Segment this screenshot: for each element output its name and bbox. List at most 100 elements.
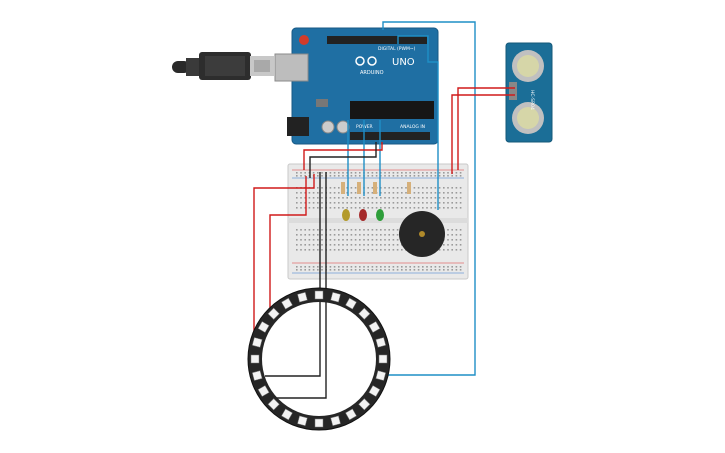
breadboard-hole [455,192,458,194]
breadboard-hole [396,197,399,199]
ring-pixel [314,290,324,300]
neopixel-ring [247,287,391,431]
breadboard-hole [455,239,458,241]
breadboard-hole [346,202,348,204]
ring-pixel [251,337,263,348]
breadboard-hole [443,207,445,209]
breadboard-hole [338,229,340,231]
ring-pixels [250,290,388,428]
breadboard-hole [447,175,449,177]
breadboard-hole [371,269,374,271]
breadboard-hole [388,249,390,251]
breadboard-hole [426,175,428,177]
breadboard-hole [308,269,311,271]
breadboard-hole [350,197,353,199]
breadboard-hole [354,175,357,177]
breadboard-hole [392,202,395,204]
breadboard-hole [434,172,437,174]
breadboard-hole [426,192,428,194]
ring-pixel [281,408,293,421]
wires [253,21,515,399]
breadboard-hole [359,234,361,236]
breadboard-hole [371,239,374,241]
breadboard-hole [329,269,332,271]
breadboard-hole [396,239,399,241]
breadboard-hole [430,202,432,204]
breadboard-hole [350,239,353,241]
breadboard-hole [409,175,411,177]
arduino-brand-label: ARDUINO [360,70,384,76]
breadboard-hole [447,192,449,194]
breadboard-hole [371,229,374,231]
breadboard-hole [384,229,386,231]
breadboard-hole [417,266,420,268]
breadboard-hole [342,234,344,236]
breadboard-hole [312,239,315,241]
breadboard-hole [455,202,458,204]
breadboard-hole [304,229,306,231]
breadboard-hole [354,234,357,236]
ring-pixel [251,370,263,381]
breadboard-hole [392,172,395,174]
breadboard-hole [422,192,424,194]
breadboard-hole [312,249,315,251]
breadboard-hole [438,269,441,271]
breadboard-hole [346,239,348,241]
wire-black-gnd [309,142,377,178]
breadboard-hole [380,202,382,204]
breadboard-hole [333,229,336,231]
breadboard-hole [321,229,323,231]
breadboard-hole [308,244,311,246]
breadboard-hole [396,249,399,251]
ring-pixel [297,291,308,303]
ring-pixel [250,354,260,364]
led-yellow [342,209,350,221]
breadboard-hole [338,239,340,241]
breadboard-hole [384,269,386,271]
breadboard-hole [426,187,428,189]
breadboard-hole [405,187,407,189]
breadboard-hole [384,249,386,251]
breadboard-hole [342,207,344,209]
breadboard-hole [363,202,365,204]
breadboard-hole [422,207,424,209]
breadboard-hole [413,269,416,271]
breadboard-hole [451,266,453,268]
breadboard-hole [329,197,332,199]
breadboard-hole [367,202,369,204]
breadboard-hole [354,269,357,271]
breadboard-hole [459,197,462,199]
breadboard-hole [401,266,403,268]
breadboard-hole [451,239,453,241]
breadboard-hole [451,187,453,189]
breadboard-hole [384,234,386,236]
breadboard-hole [342,172,344,174]
breadboard-hole [333,172,336,174]
breadboard-hole [459,175,462,177]
breadboard-hole [300,197,302,199]
breadboard-hole [459,202,462,204]
ring-pixel [375,370,387,381]
ring-pixel [297,415,308,427]
breadboard-hole [375,197,378,199]
breadboard-hole [405,197,407,199]
breadboard-hole [333,266,336,268]
breadboard-hole [434,207,437,209]
breadboard-hole [434,187,437,189]
breadboard-hole [333,202,336,204]
breadboard-hole [438,266,441,268]
wire-red-power [303,142,383,170]
ring-pixel [257,321,270,333]
breadboard-hole [396,192,399,194]
breadboard-hole [455,172,458,174]
breadboard-hole [392,244,395,246]
breadboard-hole [413,192,416,194]
breadboard-hole [304,269,306,271]
breadboard-hole [367,249,369,251]
breadboard-hole [426,197,428,199]
sensor-label: HC-SR04 [529,90,535,110]
breadboard-hole [384,172,386,174]
breadboard-hole [434,192,437,194]
arduino-analog-label: ANALOG IN [400,124,425,130]
breadboard-hole [392,187,395,189]
